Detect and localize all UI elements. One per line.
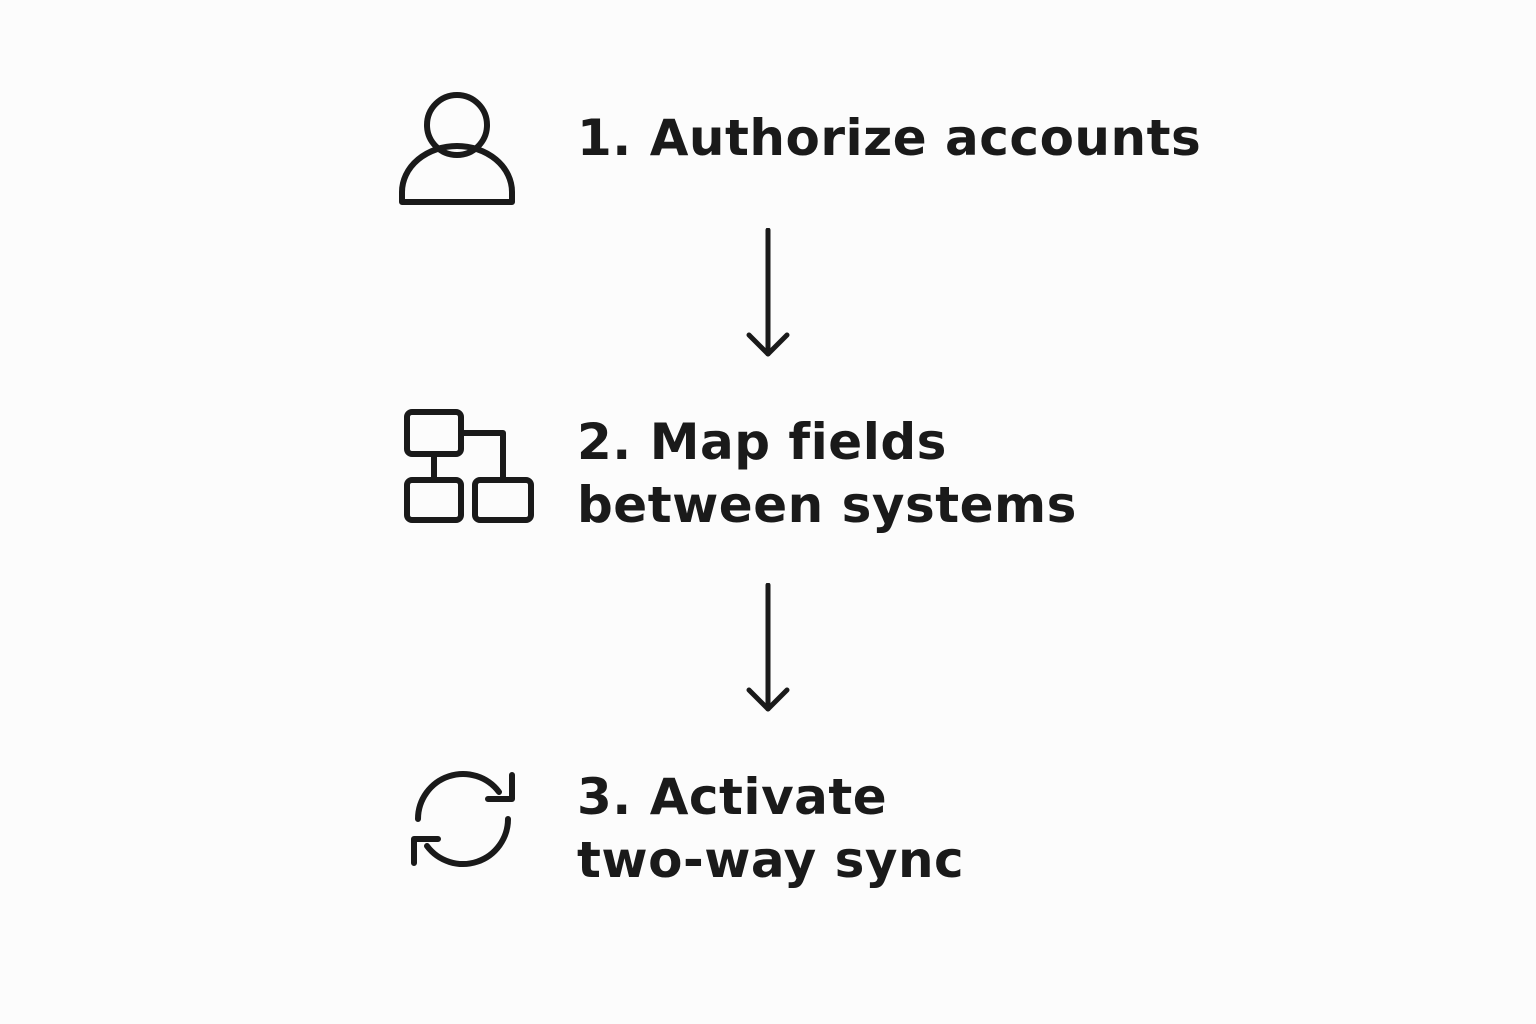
hierarchy-icon: [404, 408, 536, 524]
step-3-line-2: two-way sync: [577, 831, 965, 889]
step-2-line-2: between systems: [577, 476, 1077, 534]
sync-icon: [408, 765, 522, 873]
step-2-label: 2. Map fields between systems: [577, 411, 1077, 537]
step-3-label: 3. Activate two-way sync: [577, 766, 964, 892]
user-icon: [398, 92, 518, 207]
step-1-label: 1. Authorize accounts: [577, 107, 1201, 170]
step-2-line-1: 2. Map fields: [577, 413, 947, 471]
step-3-line-1: 3. Activate: [577, 768, 888, 826]
arrow-down-icon: [745, 228, 791, 360]
step-1-line-1: 1. Authorize accounts: [577, 109, 1202, 167]
arrow-down-icon: [745, 583, 791, 715]
